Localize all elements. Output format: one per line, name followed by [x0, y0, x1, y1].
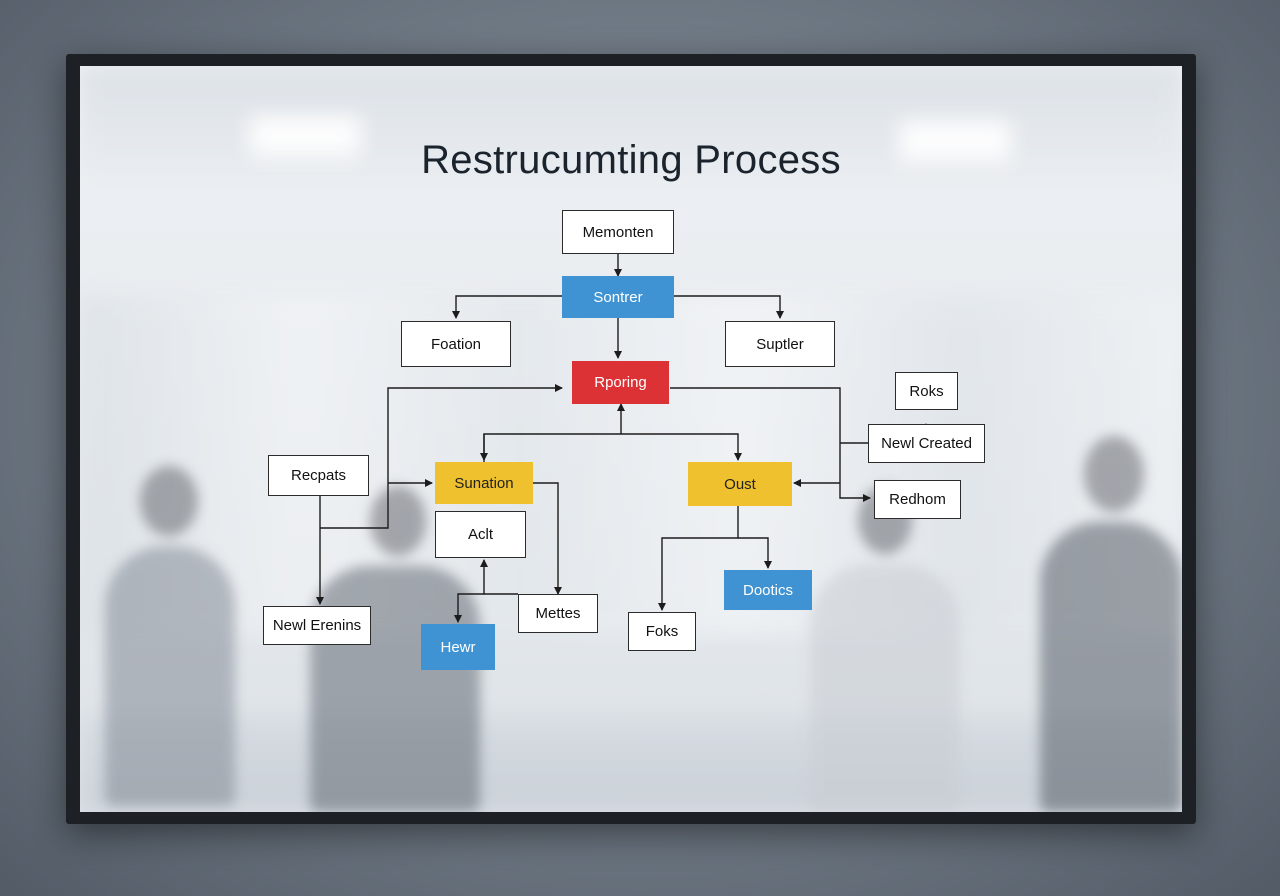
- connector: [483, 433, 742, 462]
- connector: [454, 593, 484, 623]
- connector: [738, 537, 772, 569]
- node-newl-erenins: Newl Erenins: [263, 606, 371, 645]
- node-foation: Foation: [401, 321, 511, 367]
- background-light: [250, 116, 360, 156]
- node-newl-created: Newl Created: [868, 424, 985, 463]
- connector: [532, 482, 562, 595]
- node-aclt: Aclt: [435, 511, 526, 558]
- node-roks: Roks: [895, 372, 958, 410]
- background-person: [810, 486, 960, 812]
- background-window: [80, 296, 1182, 636]
- background-person: [1040, 436, 1182, 812]
- connector: [320, 384, 563, 529]
- connector-layer: [316, 254, 930, 623]
- node-hewr: Hewr: [421, 624, 495, 670]
- screen: Restrucumting Process: [80, 66, 1182, 812]
- node-redhom: Redhom: [874, 480, 961, 519]
- node-suptler: Suptler: [725, 321, 835, 367]
- connector: [480, 559, 518, 595]
- connector: [658, 506, 739, 611]
- node-foks: Foks: [628, 612, 696, 651]
- node-dootics: Dootics: [724, 570, 812, 610]
- node-mettes: Mettes: [518, 594, 598, 633]
- monitor-frame: Restrucumting Process: [66, 54, 1196, 824]
- connector: [674, 295, 784, 319]
- connector: [452, 295, 562, 319]
- node-oust: Oust: [688, 462, 792, 506]
- node-memonten: Memonten: [562, 210, 674, 254]
- node-rporing: Rporing: [572, 361, 669, 404]
- background-light: [900, 121, 1010, 161]
- background-person: [100, 466, 240, 806]
- node-recpats: Recpats: [268, 455, 369, 496]
- node-sontrer: Sontrer: [562, 276, 674, 318]
- background-table: [80, 716, 1182, 812]
- node-sunation: Sunation: [435, 462, 533, 504]
- diagram-title: Restrucumting Process: [421, 138, 841, 182]
